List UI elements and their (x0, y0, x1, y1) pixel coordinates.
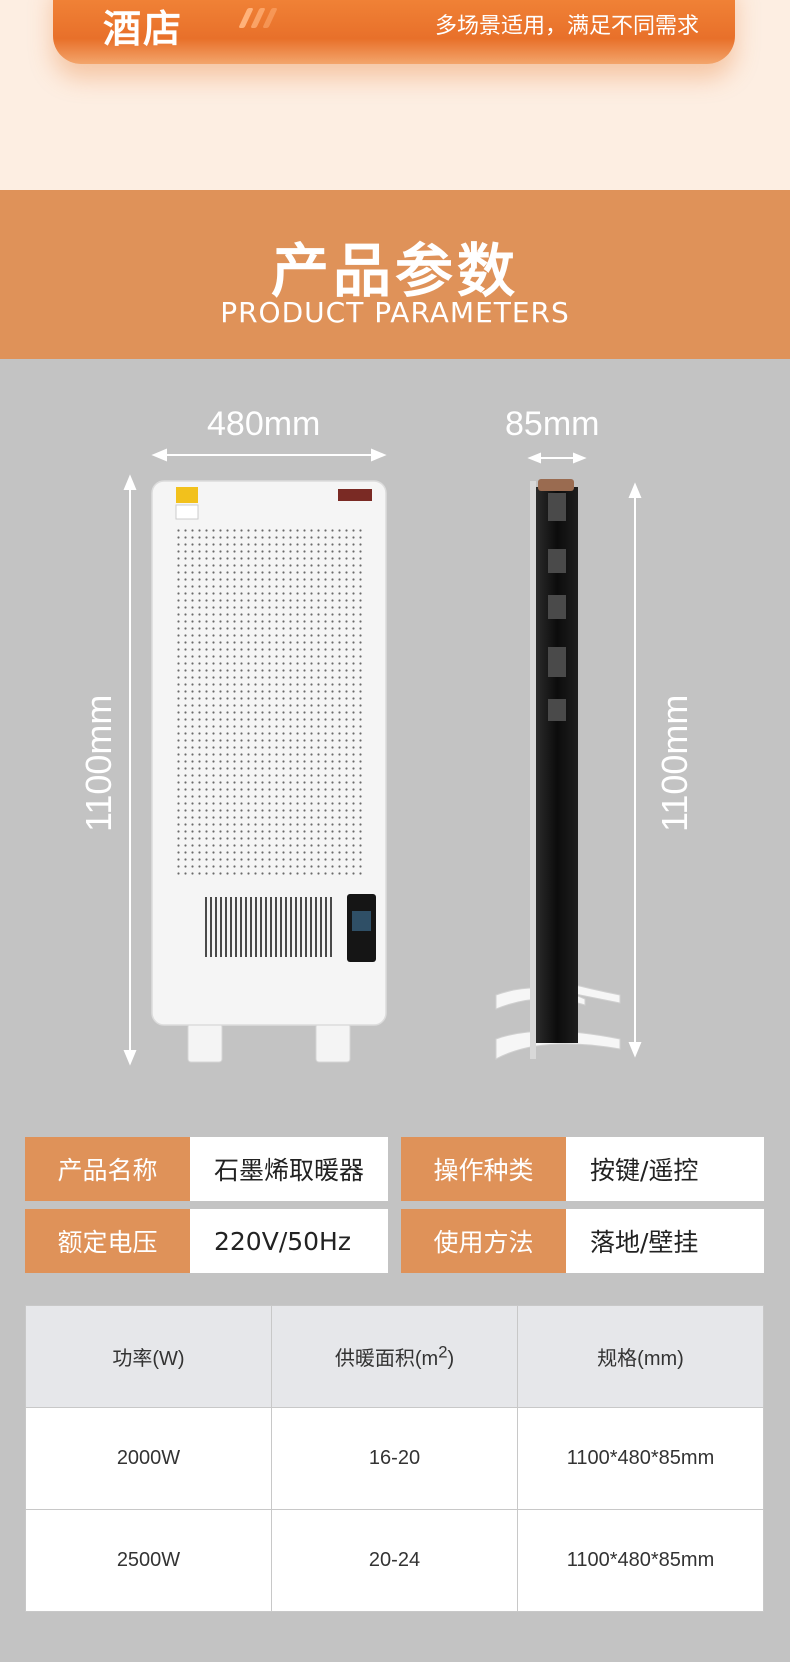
spec-key-voltage: 额定电压 (25, 1209, 190, 1273)
spec-table: 功率(W) 供暖面积(m2) 规格(mm) 2000W 16-20 1100*4… (25, 1305, 764, 1612)
table-row: 2000W 16-20 1100*480*85mm (25, 1407, 764, 1510)
height-label-left: 1100mm (78, 694, 119, 832)
scene-banner: 酒店 多场景适用，满足不同需求 (53, 0, 735, 64)
spec-key-usage: 使用方法 (401, 1209, 566, 1273)
height-arrow-right (628, 482, 642, 1058)
spec-value-product-name: 石墨烯取暖器 (190, 1137, 388, 1201)
spec-value-usage: 落地/壁挂 (566, 1209, 764, 1273)
slash-decoration-icon (238, 8, 278, 28)
table-header-power: 功率(W) (25, 1305, 272, 1408)
table-cell: 2500W (25, 1509, 272, 1612)
product-diagram: 480mm 85mm 1100mm 1100mm (0, 359, 790, 1079)
height-arrow-left (123, 474, 137, 1066)
scene-subtitle: 多场景适用，满足不同需求 (434, 14, 699, 39)
width-arrow (151, 448, 387, 462)
superscript: 2 (438, 1342, 448, 1362)
table-header-size: 规格(mm) (517, 1305, 764, 1408)
scene-title: 酒店 (103, 7, 184, 51)
scene-section: 酒店 多场景适用，满足不同需求 (0, 0, 790, 190)
table-cell: 20-24 (271, 1509, 518, 1612)
depth-label: 85mm (505, 405, 600, 443)
table-cell: 1100*480*85mm (517, 1407, 764, 1510)
params-header: 产品参数 PRODUCT PARAMETERS (0, 190, 790, 359)
spec-key-operation: 操作种类 (401, 1137, 566, 1201)
heater-front-view (151, 480, 387, 1063)
depth-arrow (527, 452, 587, 464)
height-label-right: 1100mm (654, 694, 695, 832)
table-header-row: 功率(W) 供暖面积(m2) 规格(mm) (25, 1305, 764, 1408)
params-subtitle: PRODUCT PARAMETERS (220, 296, 570, 329)
width-label: 480mm (207, 405, 321, 443)
heater-illustration (123, 448, 642, 1066)
table-cell: 16-20 (271, 1407, 518, 1510)
table-cell: 2000W (25, 1407, 272, 1510)
spec-value-operation: 按键/遥控 (566, 1137, 764, 1201)
heater-side-view (495, 479, 621, 1060)
table-cell: 1100*480*85mm (517, 1509, 764, 1612)
params-title: 产品参数 (270, 237, 519, 305)
table-row: 2500W 20-24 1100*480*85mm (25, 1509, 764, 1612)
spec-value-voltage: 220V/50Hz (190, 1209, 388, 1273)
table-header-area: 供暖面积(m2) (271, 1305, 518, 1408)
spec-key-product-name: 产品名称 (25, 1137, 190, 1201)
